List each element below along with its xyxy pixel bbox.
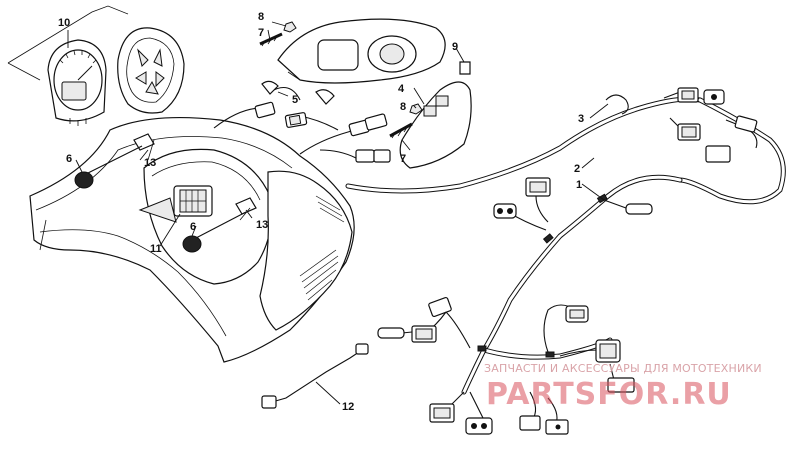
callout-6a: 6 bbox=[66, 153, 72, 165]
connector-cluster-center bbox=[377, 177, 551, 349]
bolt-13b bbox=[235, 197, 257, 221]
callout-8b: 8 bbox=[400, 101, 406, 113]
callout-11: 11 bbox=[150, 243, 162, 255]
bracket-10 bbox=[7, 5, 129, 81]
callout-labels: 1 2 3 4 5 6 6 7 7 8 8 9 10 11 12 13 13 bbox=[58, 11, 584, 413]
sensor-lead-12 bbox=[261, 343, 369, 409]
watermark: ЗАПЧАСТИ И АКСЕССУАРЫ ДЛЯ МОТОТЕХНИКИ PA… bbox=[484, 362, 762, 412]
connector-harness-7 bbox=[299, 113, 391, 163]
callout-6b: 6 bbox=[190, 221, 196, 233]
upper-mount-bracket bbox=[277, 18, 446, 84]
watermark-brand: PARTSFOR.RU bbox=[486, 377, 732, 412]
callout-10: 10 bbox=[58, 17, 70, 29]
watermark-tagline: ЗАПЧАСТИ И АКСЕССУАРЫ ДЛЯ МОТОТЕХНИКИ bbox=[484, 362, 762, 375]
screw-6a bbox=[74, 145, 143, 189]
callout-7b: 7 bbox=[400, 153, 406, 165]
callout-7a: 7 bbox=[258, 27, 264, 39]
callout-13a: 13 bbox=[144, 157, 156, 169]
bolt-13a bbox=[133, 133, 155, 161]
connector-harness-5 bbox=[213, 80, 339, 131]
instrument-gauge bbox=[47, 39, 107, 126]
callout-4: 4 bbox=[398, 83, 405, 95]
screw-7a bbox=[259, 32, 283, 47]
side-bracket bbox=[399, 61, 472, 169]
callout-9: 9 bbox=[452, 41, 458, 53]
callout-8a: 8 bbox=[258, 11, 264, 23]
leader-lines bbox=[67, 21, 609, 405]
connector-cluster-right bbox=[663, 87, 758, 163]
cable-clip-3 bbox=[605, 94, 629, 115]
screw-7b bbox=[389, 122, 413, 139]
connector-cluster-bottom bbox=[429, 391, 569, 435]
headlight-socket bbox=[173, 185, 213, 217]
connector-cluster-lower-right bbox=[543, 304, 635, 393]
callout-12: 12 bbox=[342, 401, 354, 413]
callout-3: 3 bbox=[578, 113, 584, 125]
nut-8b bbox=[409, 103, 423, 115]
callout-5: 5 bbox=[292, 94, 298, 106]
callout-2: 2 bbox=[574, 163, 580, 175]
callout-1: 1 bbox=[576, 179, 582, 191]
gauge-back-cover bbox=[117, 27, 185, 114]
callout-13b: 13 bbox=[256, 219, 268, 231]
nut-8a bbox=[283, 21, 297, 33]
